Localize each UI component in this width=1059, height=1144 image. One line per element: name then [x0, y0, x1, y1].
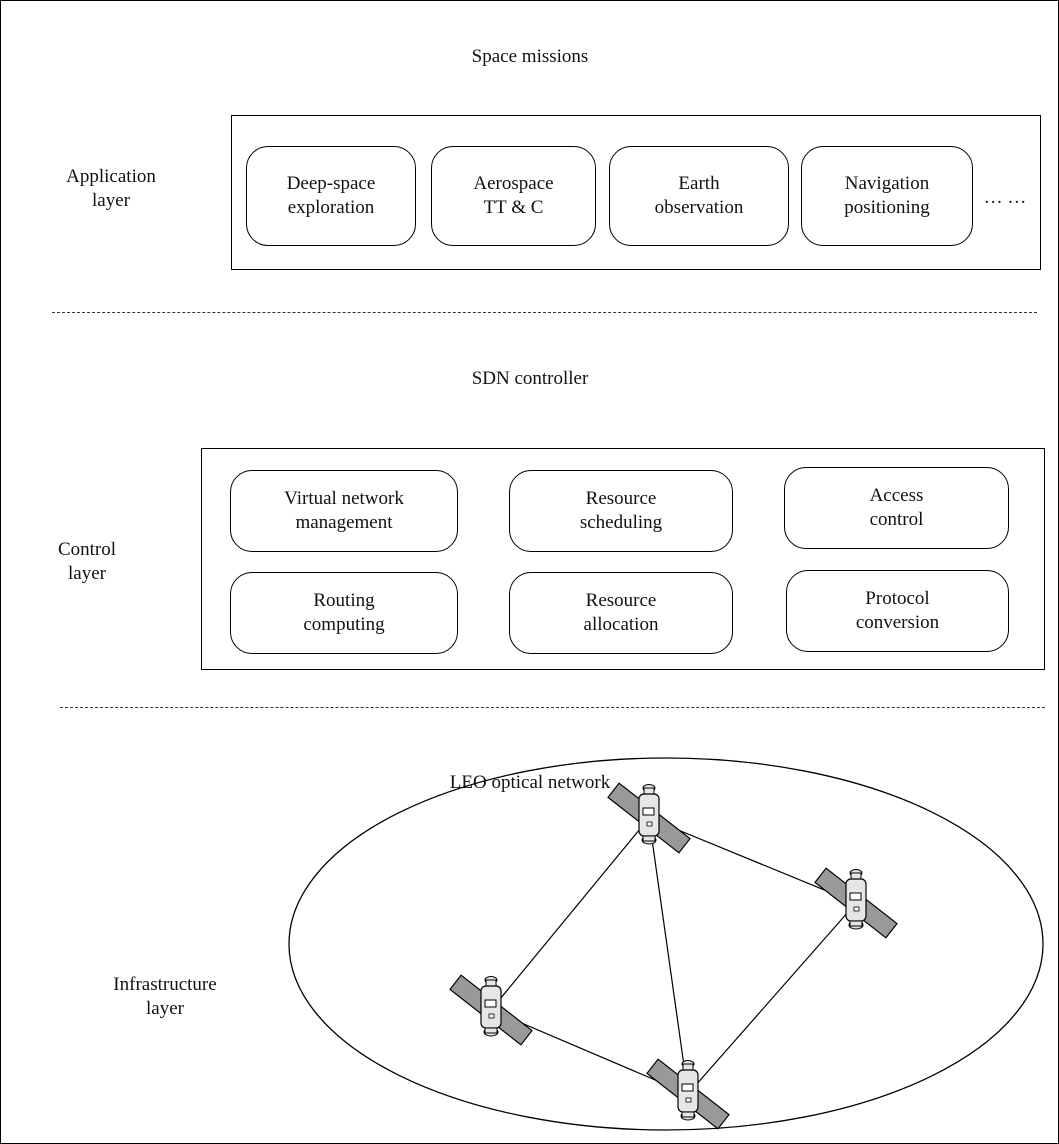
ctrl-item-access-control: Access control [784, 467, 1009, 549]
app-items-ellipsis: … … [983, 187, 1027, 208]
infrastructure-section-title: LEO optical network [449, 772, 611, 793]
network-links [490, 817, 857, 1095]
app-item-navigation-positioning: Navigation positioning [801, 146, 973, 246]
link-top-left [490, 817, 650, 1011]
ctrl-item-resource-allocation: Resource allocation [509, 572, 733, 654]
link-top-right [648, 817, 857, 904]
control-section-title: SDN controller [471, 368, 589, 389]
application-layer-label: Application layer [66, 166, 156, 211]
app-item-aerospace-ttc: Aerospace TT & C [431, 146, 596, 246]
application-section-title: Space missions [471, 46, 589, 67]
link-bottom-right [687, 902, 857, 1095]
infrastructure-layer-label: Infrastructure layer [113, 974, 217, 1019]
control-layer-label: Control layer [57, 539, 117, 584]
satellite-right [814, 867, 898, 939]
ctrl-item-routing-computing: Routing computing [230, 572, 458, 654]
ctrl-item-virtual-network-management: Virtual network management [230, 470, 458, 552]
network-ellipse [288, 757, 1044, 1131]
application-group-box [231, 115, 1041, 270]
satellite-top [607, 782, 691, 854]
ctrl-item-resource-scheduling: Resource scheduling [509, 470, 733, 552]
layer-divider-lower [60, 707, 1045, 708]
control-group-box [201, 448, 1045, 670]
app-item-deep-space-exploration: Deep-space exploration [246, 146, 416, 246]
layer-divider-upper [52, 312, 1037, 313]
satellite-left [449, 974, 533, 1046]
ctrl-item-protocol-conversion: Protocol conversion [786, 570, 1009, 652]
link-top-bottom [648, 817, 689, 1095]
app-item-earth-observation: Earth observation [609, 146, 789, 246]
satellite-bottom [646, 1058, 730, 1130]
